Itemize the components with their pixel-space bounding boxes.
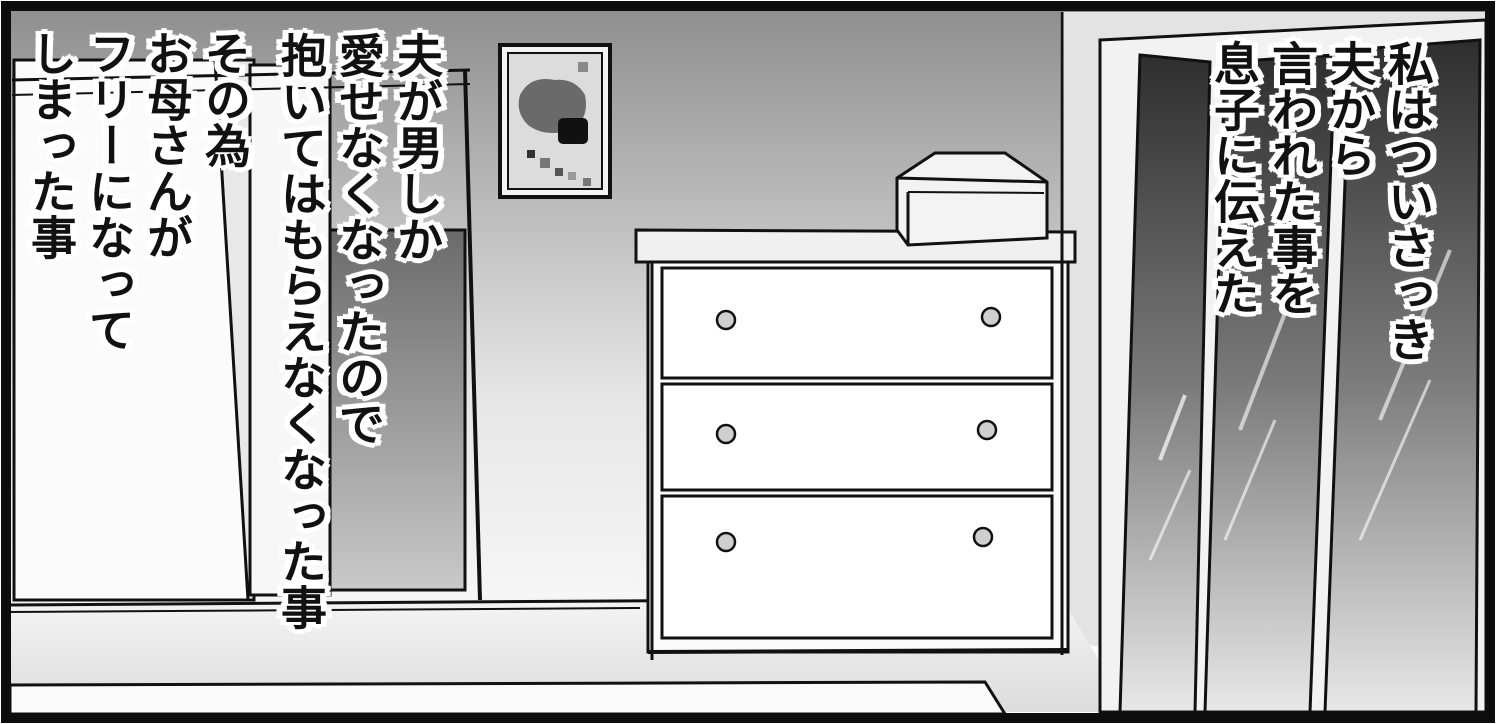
caption-left: その為 お母さんが フリーになって しまった事 — [24, 30, 252, 352]
chest-of-drawers-icon — [634, 228, 1077, 660]
caption-middle: 夫が男しか 愛せなくなったので 抱いてはもらえなくなった事 — [274, 32, 444, 630]
glass-door — [1098, 18, 1488, 714]
abstract-painting-icon — [498, 43, 612, 199]
storage-box-icon — [895, 151, 1049, 247]
caption-right: 私はついさっき 夫から 言われた事を 息子に伝えた — [1207, 40, 1435, 362]
bed-edge — [8, 680, 1008, 716]
sliding-door-left — [11, 58, 482, 602]
